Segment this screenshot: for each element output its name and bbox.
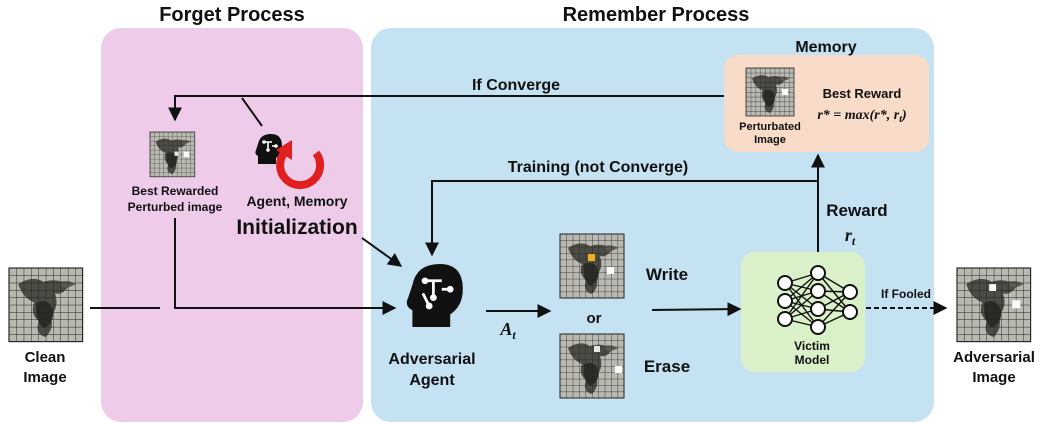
or-label: or [587,310,602,327]
best-rewarded-image [149,131,196,178]
if-converge-label: If Converge [472,77,560,94]
best-reward-label: Best Reward [823,86,902,101]
training-label: Training (not Converge) [508,159,688,176]
reward-formula: r* = max(r*, rt) [817,108,906,125]
forget-process-panel [101,28,363,422]
remember-process-title: Remember Process [563,4,750,26]
forget-process-title: Forget Process [159,4,305,26]
best-rewarded-label-line2: Perturbed image [128,200,223,214]
if-fooled-label: If Fooled [881,287,931,301]
write-image [559,233,625,299]
write-label: Write [646,265,688,284]
agent-memory-label: Agent, Memory [246,193,347,209]
refresh-arrow-icon [276,140,325,190]
adversarial-agent-head-icon [406,264,463,327]
action-symbol: At [499,319,516,342]
adversarial-agent-label-line1: Adversarial [388,351,475,368]
reward-symbol: rt [845,225,856,248]
adversarial-agent-label-line2: Agent [409,372,455,389]
perturbated-image-label-line1: Perturbated [739,121,801,133]
victim-model-label-line2: Model [795,353,830,367]
memory-title: Memory [795,39,856,56]
converge-to-agent-init-line [241,97,263,127]
adversarial-image [956,267,1032,343]
clean-image [8,267,84,343]
erase-label: Erase [644,357,690,376]
initialization-label: Initialization [236,216,357,239]
adversarial-image-label-line1: Adversarial [953,349,1035,366]
if-converge-arrow [168,95,724,122]
adversarial-image-label-line2: Image [972,369,1015,386]
victim-model-label-line1: Victim [794,339,830,353]
head-circuit-icon [255,134,282,164]
best-rewarded-label-line1: Best Rewarded [132,184,219,198]
memory-perturbated-image [745,67,795,117]
erase-image [559,333,625,399]
init-to-agent-arrow [361,237,403,267]
best-image-to-agent-arrow [174,218,397,315]
neural-network-icon [777,265,858,335]
clean-image-label-line2: Image [23,369,66,386]
perturbated-image-label-line2: Image [754,134,786,146]
to-victim-arrow [651,302,742,317]
reward-label: Reward [826,201,887,220]
clean-image-label-line1: Clean [25,349,66,366]
